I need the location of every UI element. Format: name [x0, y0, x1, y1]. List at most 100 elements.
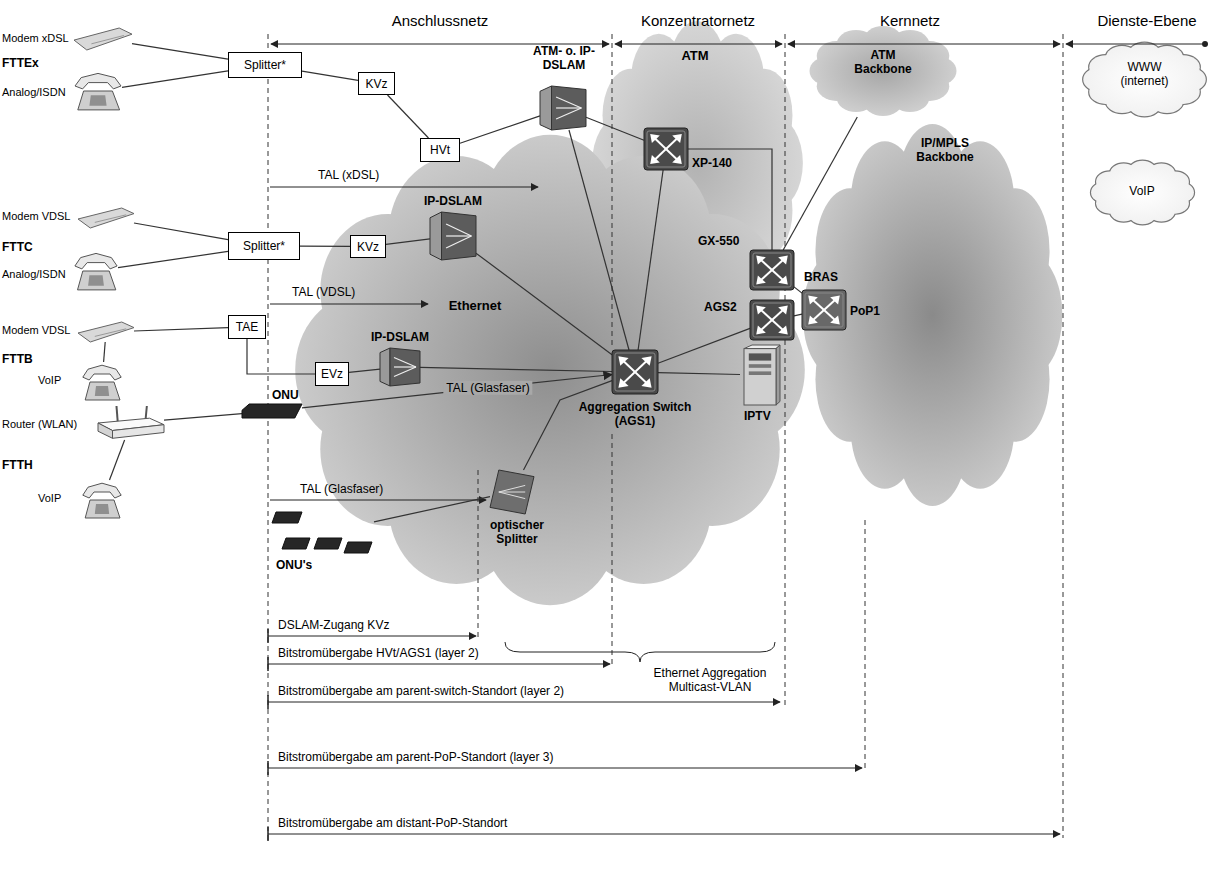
- text-slot: DSLAM-Zugang KVz: [278, 618, 389, 632]
- router-part: [830, 296, 840, 305]
- text-slot: Bitstromübergabe HVt/AGS1 (layer 2): [278, 646, 479, 660]
- server-icon: [740, 345, 780, 405]
- cloud-fill: [910, 41, 949, 70]
- handover-arrow: [268, 834, 1060, 835]
- start-tick: [267, 761, 269, 775]
- dslam-part: [390, 348, 420, 386]
- handover-arrow: [268, 664, 610, 665]
- annotation-label: Bitstromübergabe am parent-PoP-Standort …: [278, 750, 553, 764]
- text-slot: Bitstromübergabe am parent-PoP-Standort …: [278, 750, 553, 764]
- server-part: [744, 349, 776, 405]
- network-cloud: ATM Backbone: [808, 25, 958, 117]
- device-label: Modem VDSL: [2, 324, 70, 336]
- dslam-part: [380, 348, 390, 386]
- modem-part: [95, 329, 126, 337]
- switch-part: [672, 155, 682, 164]
- cloud-outline: [1162, 171, 1189, 192]
- phone-part: [75, 73, 121, 89]
- range-arrow: [615, 44, 782, 45]
- switch-part: [612, 350, 658, 394]
- text-slot: ATM Backbone: [848, 48, 918, 77]
- start-tick: [267, 657, 269, 671]
- cloud-label: IP/MPLS Backbone: [916, 136, 973, 164]
- switch-part: [760, 309, 785, 331]
- switch-icon: [750, 250, 794, 290]
- cloud-label: ATM Backbone: [854, 48, 911, 76]
- network-cloud: EthernetIP-DSLAMAGS2IP-DSLAMAggregation …: [290, 130, 810, 610]
- onu-device: ONU: [242, 404, 302, 418]
- device-label: optischer Splitter: [490, 518, 544, 546]
- modem-device: Modem xDSL: [74, 28, 132, 50]
- switch-part: [644, 128, 688, 170]
- dslam-part: [430, 212, 442, 260]
- onus-part: [282, 538, 310, 549]
- curly-brace: [505, 642, 775, 662]
- phone-part: [85, 500, 120, 518]
- modem-part: [91, 35, 123, 43]
- text-slot: ONU: [272, 388, 299, 402]
- switch-part: [641, 378, 651, 388]
- text-slot: IPTV: [744, 409, 771, 423]
- cloud-label: Ethernet: [449, 298, 502, 313]
- switch-part: [756, 326, 766, 335]
- dslam-icon: [540, 86, 586, 130]
- text-slot: Aggregation Switch (AGS1): [578, 400, 692, 429]
- connector-line: [302, 71, 358, 80]
- connector-line: [122, 71, 228, 88]
- switch-part: [750, 300, 794, 340]
- boundary-line: [1063, 34, 1064, 838]
- server-part: [749, 371, 771, 375]
- text-slot: WWW (internet): [1107, 60, 1182, 89]
- modem-part: [95, 215, 126, 223]
- annotation-label: Dienste-Ebene: [1097, 12, 1196, 29]
- device-label: ATM- o. IP-DSLAM: [533, 44, 595, 72]
- phone-icon: [82, 480, 122, 520]
- connector-line: [134, 328, 228, 331]
- text-slot: Anschlussnetz: [385, 12, 495, 30]
- annotation-label: TAL (Glasfaser): [300, 482, 383, 496]
- modem-device: Modem VDSL: [78, 322, 134, 342]
- router-part: [830, 316, 840, 325]
- dslam-part: [556, 97, 581, 108]
- switch-part: [760, 309, 785, 331]
- text-slot: ONU's: [276, 558, 312, 572]
- switch-part: [753, 253, 791, 287]
- network-cloud: IP/MPLS BackboneBRASPoP1: [800, 120, 1065, 510]
- device-label: ONU's: [276, 558, 312, 572]
- router-part: [805, 293, 843, 327]
- text-slot: TAL (VDSL): [292, 285, 355, 299]
- box-label: HVt: [430, 143, 450, 157]
- device-label: GX-550: [698, 234, 739, 248]
- dslam-part: [394, 358, 416, 368]
- tal-arrow: [270, 500, 486, 501]
- switch-part: [618, 378, 628, 388]
- server-part: [749, 364, 771, 368]
- cloud-fill: [645, 214, 780, 368]
- switch-part: [778, 326, 788, 335]
- dslam-part: [394, 367, 416, 377]
- device-label: BRAS: [804, 270, 838, 284]
- connector-line: [134, 223, 228, 240]
- text-slot: Ethernet: [430, 298, 520, 314]
- junction-box: HVt: [420, 138, 460, 162]
- cloud-label: WWW (internet): [1120, 60, 1168, 88]
- router-part: [812, 299, 837, 321]
- switch-part: [760, 259, 785, 281]
- text-slot: Ethernet Aggregation Multicast-VLAN: [640, 666, 780, 695]
- wlan-part: [98, 423, 113, 438]
- junction-box: Splitter*: [228, 232, 300, 260]
- box-label: TAE: [236, 320, 258, 334]
- dslam-part: [540, 86, 552, 130]
- text-slot: Analog/ISDN: [2, 268, 66, 281]
- server-part: [776, 345, 780, 405]
- boundary-line: [268, 34, 269, 840]
- router-part: [812, 299, 837, 321]
- router-part: [802, 290, 846, 330]
- phone-part: [89, 95, 106, 106]
- switch-part: [778, 306, 788, 315]
- wlan-icon: [98, 406, 164, 440]
- phone-icon: [74, 70, 122, 112]
- junction-box: EVz: [315, 362, 349, 386]
